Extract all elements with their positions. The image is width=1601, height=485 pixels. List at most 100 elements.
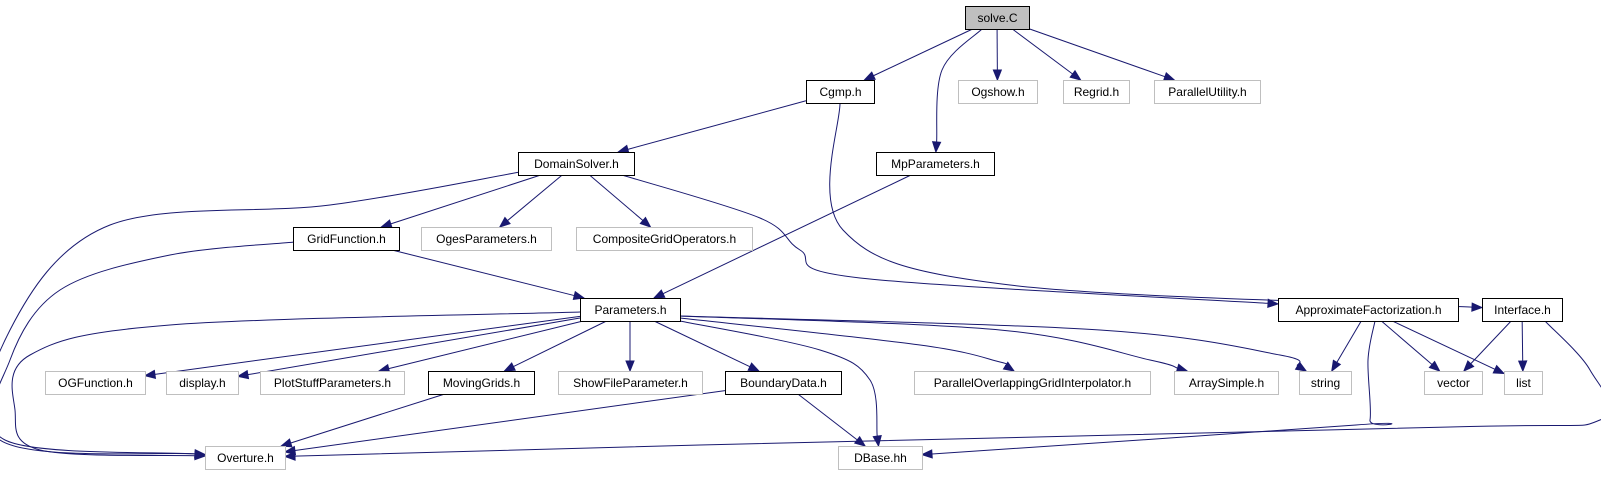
node-label: BoundaryData.h: [740, 376, 827, 390]
edge-line: [936, 28, 983, 143]
edge-line: [294, 390, 726, 452]
edge-arrowhead: [863, 71, 876, 81]
node-showfileparameter-h: ShowFileParameter.h: [558, 371, 703, 395]
node-box: [260, 371, 405, 395]
edge-solve_c-to-regrid_h: [1012, 28, 1082, 81]
edge-arrowhead: [1294, 361, 1308, 372]
edge-arrowhead: [503, 362, 516, 372]
node-regrid-h: Regrid.h: [1063, 80, 1130, 104]
edge-parameters_h-to-movinggrids_h: [503, 320, 607, 372]
node-ogshow-h: Ogshow.h: [958, 80, 1038, 104]
edge-domainsolver_h-to-ogesparameters_h: [498, 174, 563, 228]
edge-line: [388, 320, 584, 370]
node-box: [1424, 371, 1483, 395]
node-cgmp-h[interactable]: Cgmp.h: [806, 80, 875, 104]
node-label: list: [1516, 376, 1531, 390]
edge-parameters_h-to-string: [679, 315, 1308, 372]
edge-arrowhead: [1428, 360, 1441, 372]
edge-solve_c-to-parallelutility_h: [1028, 28, 1176, 81]
node-label: ShowFileParameter.h: [573, 376, 688, 390]
node-solve-c[interactable]: solve.C: [965, 6, 1030, 30]
edge-line: [507, 174, 563, 221]
edge-arrowhead: [1002, 361, 1016, 372]
edge-parameters_h-to-display_h: [236, 317, 581, 380]
edge-line: [589, 174, 644, 221]
node-box: [876, 152, 995, 176]
node-label: Ogshow.h: [971, 85, 1024, 99]
node-parallelutility-h: ParallelUtility.h: [1154, 80, 1261, 104]
node-label: Parameters.h: [594, 303, 666, 317]
node-label: GridFunction.h: [307, 232, 386, 246]
edge-parameters_h-to-arraysimple_h: [679, 315, 1189, 373]
node-label: MpParameters.h: [891, 157, 980, 171]
node-plotstuffparameters-h: PlotStuffParameters.h: [260, 371, 405, 395]
node-box: [806, 80, 875, 104]
edge-line: [1470, 320, 1512, 365]
edge-line: [873, 28, 973, 77]
node-box: [1504, 371, 1543, 395]
edge-line: [931, 320, 1393, 455]
edge-solve_c-to-mpparameters_h: [931, 28, 983, 154]
edge-domainsolver_h-to-compositegridoperators_h: [589, 174, 652, 228]
edge-solve_c-to-cgmp_h: [863, 28, 973, 81]
edge-arrowhead: [931, 141, 942, 154]
edge-line: [1012, 28, 1073, 75]
edge-line: [247, 317, 581, 376]
edge-parameters_h-to-showfileparameter_h: [625, 321, 635, 373]
node-domainsolver-h[interactable]: DomainSolver.h: [518, 152, 635, 176]
edge-arrowhead: [1162, 72, 1176, 81]
edge-approximatefactorization_h-to-vector: [1381, 320, 1441, 372]
node-box: [576, 227, 753, 251]
node-box: [838, 446, 923, 470]
node-box: [45, 371, 146, 395]
edge-boundarydata_h-to-overture_h: [283, 390, 726, 456]
edge-line: [513, 320, 607, 368]
node-box: [914, 371, 1151, 395]
edge-approximatefactorization_h-to-dbase_hh: [920, 320, 1393, 459]
node-box: [166, 371, 239, 395]
edge-arrowhead: [1267, 298, 1280, 308]
node-box: [205, 446, 286, 470]
node-mpparameters-h[interactable]: MpParameters.h: [876, 152, 995, 176]
node-label: Interface.h: [1494, 303, 1551, 317]
node-label: vector: [1437, 376, 1470, 390]
edge-interface_h-to-vector: [1462, 320, 1512, 372]
edge-arrowhead: [625, 360, 635, 373]
node-list: list: [1504, 371, 1543, 395]
node-box: [428, 371, 535, 395]
node-box: [1278, 298, 1459, 322]
edge-line: [290, 393, 445, 444]
node-label: Overture.h: [217, 451, 274, 465]
edge-line: [662, 174, 912, 295]
node-label: MovingGrids.h: [443, 376, 520, 390]
node-label: display.h: [179, 376, 225, 390]
edge-line: [797, 393, 858, 441]
edge-interface_h-to-overture_h: [283, 320, 1601, 461]
edge-line: [390, 174, 541, 225]
node-box: [725, 371, 842, 395]
node-boundarydata-h[interactable]: BoundaryData.h: [725, 371, 842, 395]
node-box: [1154, 80, 1261, 104]
node-box: [1482, 298, 1563, 322]
edge-parameters_h-to-boundarydata_h: [653, 320, 761, 372]
edge-arrowhead: [1517, 360, 1528, 373]
edge-movinggrids_h-to-overture_h: [279, 393, 445, 448]
edge-arrowhead: [572, 290, 586, 301]
node-movinggrids-h[interactable]: MovingGrids.h: [428, 371, 535, 395]
edges-layer: [0, 28, 1601, 461]
edge-arrowhead: [236, 369, 250, 380]
node-box: [958, 80, 1038, 104]
edge-arrowhead: [194, 450, 207, 461]
node-parameters-h[interactable]: Parameters.h: [580, 298, 681, 322]
node-overture-h: Overture.h: [205, 446, 286, 470]
edge-line: [653, 320, 751, 368]
edge-line: [1521, 320, 1524, 362]
edge-line: [294, 320, 1601, 457]
edge-arrowhead: [1175, 363, 1189, 373]
node-interface-h[interactable]: Interface.h: [1482, 298, 1563, 322]
edge-arrowhead: [639, 216, 652, 228]
node-label: Regrid.h: [1074, 85, 1119, 99]
node-approximatefactorization-h[interactable]: ApproximateFactorization.h: [1278, 298, 1459, 322]
node-gridfunction-h[interactable]: GridFunction.h: [293, 227, 400, 251]
